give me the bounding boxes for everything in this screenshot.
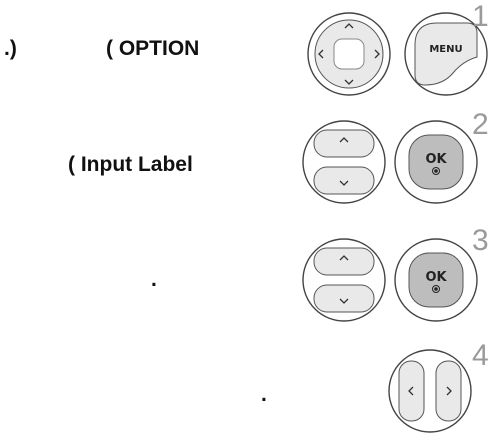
chevron-left-icon <box>318 49 324 59</box>
chevron-up-icon <box>344 23 354 29</box>
chevron-down-icon <box>339 180 349 186</box>
step-1-text: ( OPTION <box>106 37 200 60</box>
ok-label: OK <box>425 270 447 285</box>
left-button[interactable] <box>398 360 425 422</box>
left-right-rocker[interactable] <box>387 348 473 434</box>
up-button[interactable] <box>313 129 375 158</box>
chevron-down-icon <box>344 79 354 85</box>
step-2-text: ( Input Label <box>68 153 193 176</box>
step-number: 1 <box>472 0 489 33</box>
ok-button[interactable]: OK <box>393 237 479 323</box>
chevron-down-icon <box>339 298 349 304</box>
step-number: 2 <box>472 108 489 141</box>
up-down-rocker[interactable] <box>300 119 390 205</box>
chevron-up-icon <box>339 255 349 261</box>
step-3-text: . <box>151 268 157 291</box>
down-button[interactable] <box>313 166 375 195</box>
up-button[interactable] <box>313 247 375 276</box>
ok-button[interactable]: OK <box>393 119 479 205</box>
ok-label: OK <box>425 152 447 167</box>
chevron-right-icon <box>374 49 380 59</box>
down-button[interactable] <box>313 284 375 313</box>
menu-button[interactable]: MENU <box>403 11 489 97</box>
step-1-text-left: .) <box>4 37 17 60</box>
step-number: 4 <box>472 339 489 372</box>
step-number: 3 <box>472 224 489 257</box>
chevron-left-icon <box>408 386 414 396</box>
menu-label: MENU <box>429 44 462 55</box>
ok-dot-icon <box>432 285 440 293</box>
ok-dot-icon <box>432 167 440 175</box>
right-button[interactable] <box>435 360 462 422</box>
step-4-text: . <box>261 383 267 406</box>
navigation-pad[interactable] <box>300 11 400 97</box>
up-down-rocker[interactable] <box>300 237 390 323</box>
chevron-right-icon <box>446 386 452 396</box>
chevron-up-icon <box>339 137 349 143</box>
